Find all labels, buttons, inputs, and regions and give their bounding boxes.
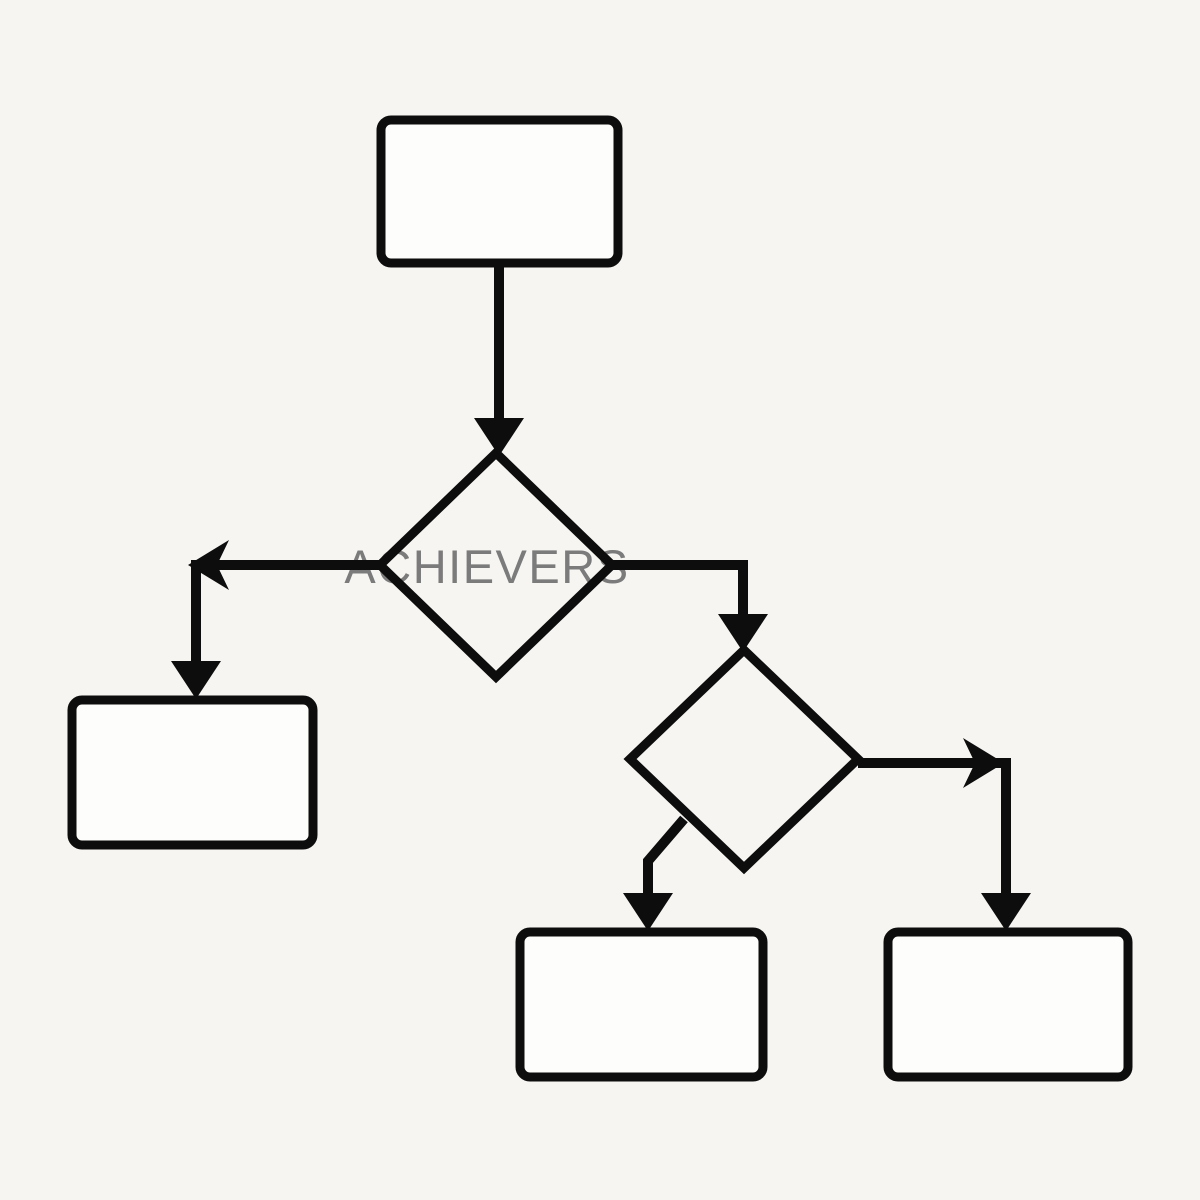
- shapes-layer: [67, 115, 1133, 1082]
- arrowhead-left-icon: [188, 540, 229, 590]
- node-process-bottom-right: [883, 927, 1133, 1082]
- node-process-left: [67, 695, 318, 850]
- node-process-top: [376, 115, 623, 268]
- arrowhead-down-icon: [718, 614, 768, 652]
- arrowhead-down-icon: [981, 893, 1031, 931]
- arrowhead-down-icon: [474, 418, 524, 456]
- arrowhead-down-icon: [623, 893, 673, 931]
- arrowhead-right-icon: [963, 738, 1004, 788]
- connector-decision2-to-bottom-middle: [643, 815, 688, 895]
- connector-decision2-to-bottom-right: [858, 758, 1011, 895]
- arrowhead-down-icon: [171, 661, 221, 699]
- node-decision-1: [373, 446, 619, 684]
- node-process-bottom-middle: [515, 927, 768, 1082]
- node-decision-2: [623, 643, 865, 875]
- connector-decision1-to-decision2: [612, 560, 748, 616]
